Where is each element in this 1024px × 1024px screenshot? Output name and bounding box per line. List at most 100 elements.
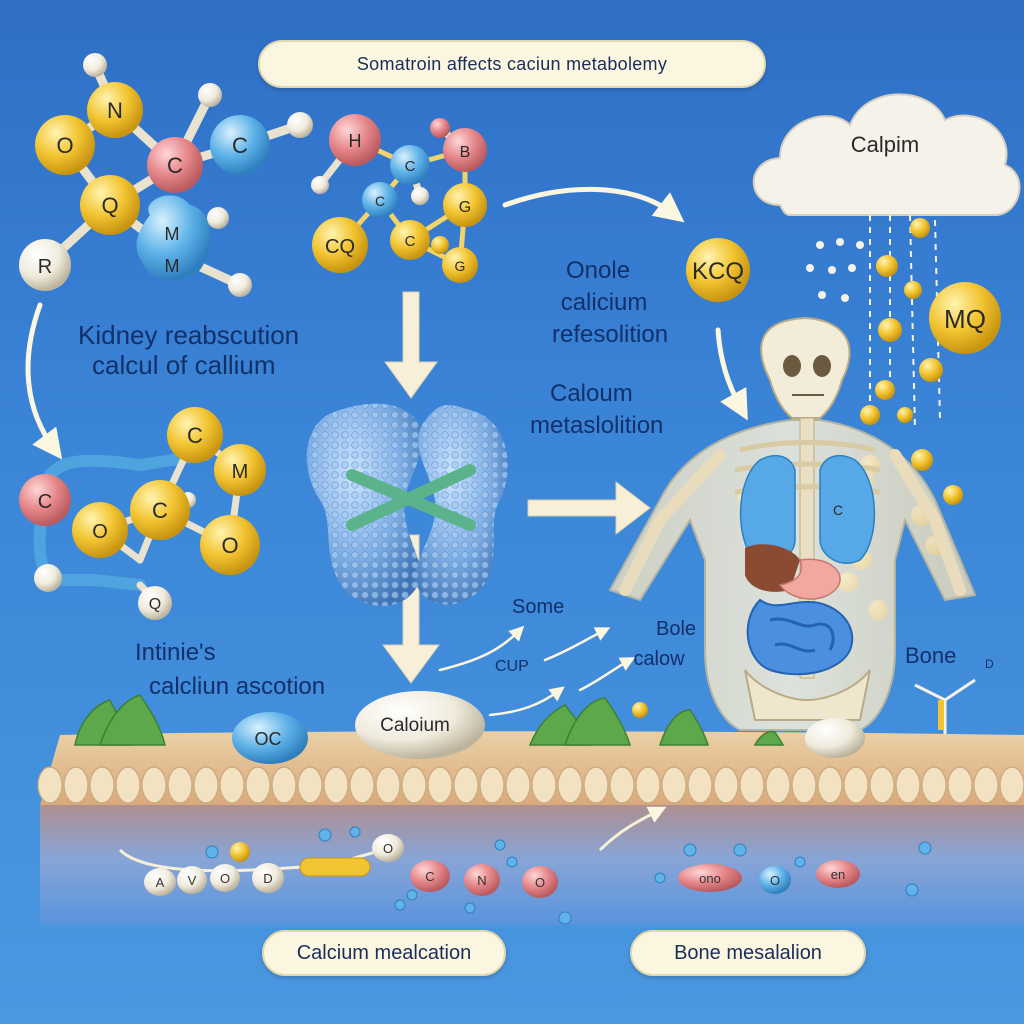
caloum-line2: metaslolition xyxy=(530,412,664,439)
kidney-label-line1: Kidney reabscution xyxy=(78,320,300,350)
atom-label: M xyxy=(165,224,180,244)
atom xyxy=(80,175,140,235)
atom xyxy=(442,247,478,283)
ureter-cross xyxy=(346,464,476,531)
chain-label: A xyxy=(156,875,165,890)
atom-label: O xyxy=(92,521,108,543)
atom-label: Q xyxy=(149,596,161,613)
villus xyxy=(63,766,89,804)
villus xyxy=(973,766,999,804)
villus xyxy=(609,766,635,804)
atom xyxy=(443,183,487,227)
atom xyxy=(35,115,95,175)
villus xyxy=(765,766,791,804)
atom-label: C xyxy=(375,193,385,209)
liver xyxy=(745,544,800,592)
villus xyxy=(401,766,427,804)
atom xyxy=(87,82,143,138)
intestine-line1: Intinie's xyxy=(135,639,216,666)
thin-arrows xyxy=(438,625,636,717)
villus xyxy=(687,766,713,804)
atom xyxy=(130,480,190,540)
villus xyxy=(271,766,297,804)
down-arrow-bottom xyxy=(382,534,440,684)
cloud-label: Calpim xyxy=(851,132,919,157)
bottom-right-label: Bone mesalalion xyxy=(630,930,866,976)
villus xyxy=(817,766,843,804)
atom-label: C xyxy=(405,233,416,250)
atom xyxy=(167,407,223,463)
atom-label: C xyxy=(187,423,203,448)
atom xyxy=(19,239,71,291)
intestines xyxy=(746,598,854,676)
villus xyxy=(219,766,245,804)
villus xyxy=(921,766,947,804)
villus xyxy=(791,766,817,804)
caloum-line1: Caloum xyxy=(550,380,633,407)
caloium-stone xyxy=(355,691,485,759)
atom-label: R xyxy=(38,256,52,278)
right-stone xyxy=(805,718,865,758)
villus xyxy=(349,766,375,804)
atom xyxy=(200,515,260,575)
mg-label: MQ xyxy=(944,304,986,334)
villus xyxy=(661,766,687,804)
atom-label: H xyxy=(349,131,362,151)
cup-label: CUP xyxy=(495,658,529,675)
chain-label: ono xyxy=(699,871,721,886)
chain-label: C xyxy=(425,869,434,884)
curved-arrow-top-right xyxy=(502,186,685,223)
chain-label: V xyxy=(188,873,197,888)
molecule-top-left: O N C Q C M M R xyxy=(19,53,313,297)
villus xyxy=(167,766,193,804)
villus xyxy=(635,766,661,804)
eye-socket xyxy=(813,355,831,377)
kidney-left-texture xyxy=(306,403,423,607)
atom-label: N xyxy=(107,98,123,123)
atom xyxy=(19,474,71,526)
chain-label: en xyxy=(831,867,845,882)
chain-label: O xyxy=(220,871,230,886)
chain-label: D xyxy=(263,871,272,886)
atom-label: C xyxy=(405,158,416,175)
mg-sphere xyxy=(929,282,1001,354)
chain-atoms xyxy=(144,834,860,898)
kidney-label-line2: calcul of callium xyxy=(92,350,276,380)
chain-label: O xyxy=(383,841,393,856)
atom xyxy=(210,115,270,175)
atom-label: C xyxy=(152,498,168,523)
pebbles: OC Caloium xyxy=(232,691,865,764)
villus xyxy=(115,766,141,804)
kcq-sphere xyxy=(686,238,750,302)
villus xyxy=(89,766,115,804)
villus xyxy=(531,766,557,804)
villus xyxy=(557,766,583,804)
chain-label: O xyxy=(535,875,545,890)
villus xyxy=(843,766,869,804)
atom xyxy=(312,217,368,273)
stomach xyxy=(778,558,841,600)
villus xyxy=(245,766,271,804)
villus xyxy=(739,766,765,804)
molecule-mid-left: C M C O O Q C xyxy=(19,407,266,620)
pelvis xyxy=(744,669,871,721)
onole-line2: calicium xyxy=(560,289,648,316)
lung-label: C xyxy=(833,502,843,518)
atom-label: M xyxy=(232,461,249,483)
right-arrow-mid xyxy=(527,480,651,536)
villus xyxy=(323,766,349,804)
atom xyxy=(72,502,128,558)
villus xyxy=(141,766,167,804)
atom xyxy=(390,220,430,260)
atom-label: G xyxy=(455,258,466,274)
curved-arrow-right xyxy=(715,327,748,421)
bone-label: Bone xyxy=(905,643,957,668)
bottom-left-label: Calcium mealcation xyxy=(262,930,506,976)
villi-row xyxy=(37,766,1024,804)
intestine-line2: calcliun ascotion xyxy=(149,673,326,700)
villus xyxy=(37,766,63,804)
villus xyxy=(895,766,921,804)
atom-label: M xyxy=(165,256,180,276)
bone-d-label: D xyxy=(985,657,994,671)
